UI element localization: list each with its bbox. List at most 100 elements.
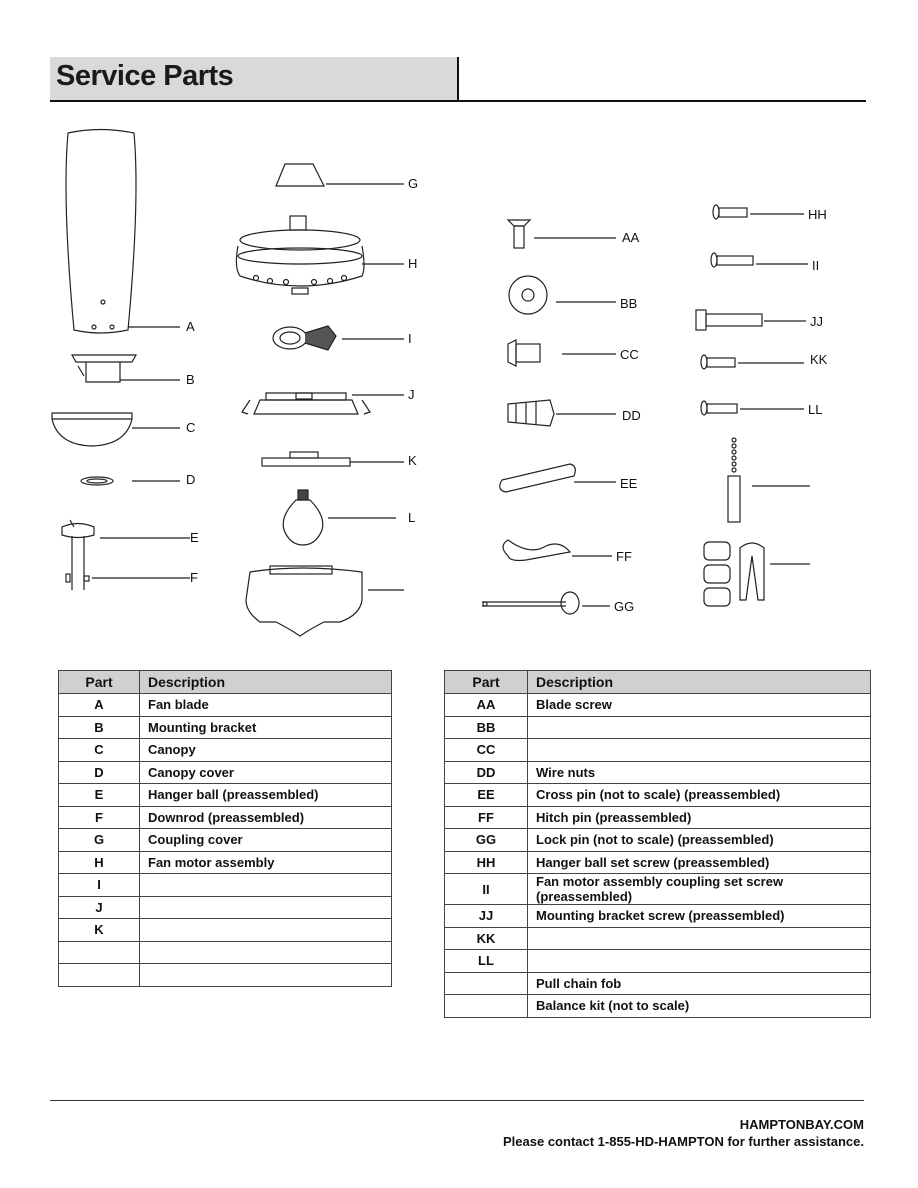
- part-description: Pull chain fob: [527, 971, 871, 995]
- cross-pin-illustration: [499, 463, 616, 493]
- callout-HH: HH: [808, 207, 827, 222]
- fan-motor-illustration: [235, 215, 404, 295]
- part-code: HH: [444, 850, 528, 874]
- callout-G: G: [408, 176, 418, 191]
- part-description: Hitch pin (preassembled): [527, 805, 871, 829]
- callout-AA: AA: [622, 230, 640, 245]
- table-row: [58, 963, 392, 987]
- screw-KK-illustration: [700, 354, 804, 370]
- part-description: Balance kit (not to scale): [527, 994, 871, 1018]
- table-row: BB: [444, 715, 871, 739]
- parts-illustration: A B C D E F G: [51, 128, 828, 637]
- callout-J: J: [408, 387, 415, 402]
- motor-vents: [252, 274, 348, 286]
- callout-B: B: [186, 372, 195, 387]
- column-header-description: Description: [527, 670, 871, 694]
- table-row: [58, 940, 392, 964]
- footer-contact: Please contact 1-855-HD-HAMPTON for furt…: [503, 1134, 864, 1149]
- callout-I: I: [408, 331, 412, 346]
- part-description: Fan motor assembly coupling set screw (p…: [527, 873, 871, 905]
- part-code: BB: [444, 715, 528, 739]
- washer-illustration: [508, 275, 616, 315]
- part-description: [139, 873, 392, 897]
- part-code: KK: [444, 926, 528, 950]
- page-title: Service Parts: [56, 60, 234, 92]
- table-header-row: Part Description: [58, 670, 392, 694]
- part-code: I: [58, 873, 140, 897]
- mounting-bracket-illustration: [70, 354, 180, 383]
- table-row: J: [58, 895, 392, 919]
- part-I-illustration: [272, 325, 404, 351]
- part-code: G: [58, 828, 140, 852]
- callout-BB: BB: [620, 296, 637, 311]
- callout-A: A: [186, 319, 195, 334]
- table-row: Pull chain fob: [444, 971, 871, 995]
- part-description: [527, 926, 871, 950]
- part-description: Downrod (preassembled): [139, 805, 392, 829]
- part-code: FF: [444, 805, 528, 829]
- column-header-part: Part: [444, 670, 528, 694]
- canopy-illustration: [51, 412, 180, 447]
- wire-nut-illustration: [507, 399, 616, 427]
- footer-website: HAMPTONBAY.COM: [739, 1117, 864, 1132]
- screw-LL-illustration: [700, 400, 804, 416]
- part-description: Canopy: [139, 738, 392, 762]
- set-screw-HH-illustration: [712, 204, 804, 220]
- part-description: Hanger ball (preassembled): [139, 783, 392, 807]
- callout-KK: KK: [810, 352, 828, 367]
- set-screw-II-illustration: [710, 252, 808, 268]
- part-code: A: [58, 693, 140, 717]
- callout-CC: CC: [620, 347, 639, 362]
- glass-shade-illustration: [245, 565, 404, 637]
- part-description: [527, 949, 871, 973]
- coupling-cover-illustration: [275, 163, 404, 187]
- pull-chain-fob-illustration: [727, 437, 810, 523]
- part-description: [139, 895, 392, 919]
- column-header-description: Description: [139, 670, 392, 694]
- part-code: H: [58, 850, 140, 874]
- part-code: CC: [444, 738, 528, 762]
- hitch-pin-illustration: [502, 539, 612, 562]
- header-rule: [50, 100, 866, 102]
- part-description: [527, 738, 871, 762]
- callout-JJ: JJ: [810, 314, 823, 329]
- part-description: Mounting bracket screw (preassembled): [527, 904, 871, 928]
- footer-rule: [50, 1100, 864, 1101]
- header-bar: [50, 57, 458, 100]
- part-description: Coupling cover: [139, 828, 392, 852]
- table-row: K: [58, 918, 392, 942]
- table-header-row: Part Description: [444, 670, 871, 694]
- bulb-illustration: [282, 489, 396, 546]
- part-code: [58, 963, 140, 987]
- part-description: Blade screw: [527, 693, 871, 717]
- part-description: [139, 940, 392, 964]
- part-description: [139, 963, 392, 987]
- callout-DD: DD: [622, 408, 641, 423]
- table-row: Balance kit (not to scale): [444, 994, 871, 1018]
- part-code: C: [58, 738, 140, 762]
- part-code: II: [444, 873, 528, 905]
- callout-L: L: [408, 510, 415, 525]
- table-row: LL: [444, 949, 871, 973]
- lock-pin-illustration: [482, 591, 610, 615]
- fan-blade-illustration: [65, 128, 180, 334]
- table-row: KK: [444, 926, 871, 950]
- part-K-illustration: [261, 451, 404, 467]
- part-description: [139, 918, 392, 942]
- column-header-part: Part: [58, 670, 140, 694]
- part-code: GG: [444, 828, 528, 852]
- callout-FF: FF: [616, 549, 632, 564]
